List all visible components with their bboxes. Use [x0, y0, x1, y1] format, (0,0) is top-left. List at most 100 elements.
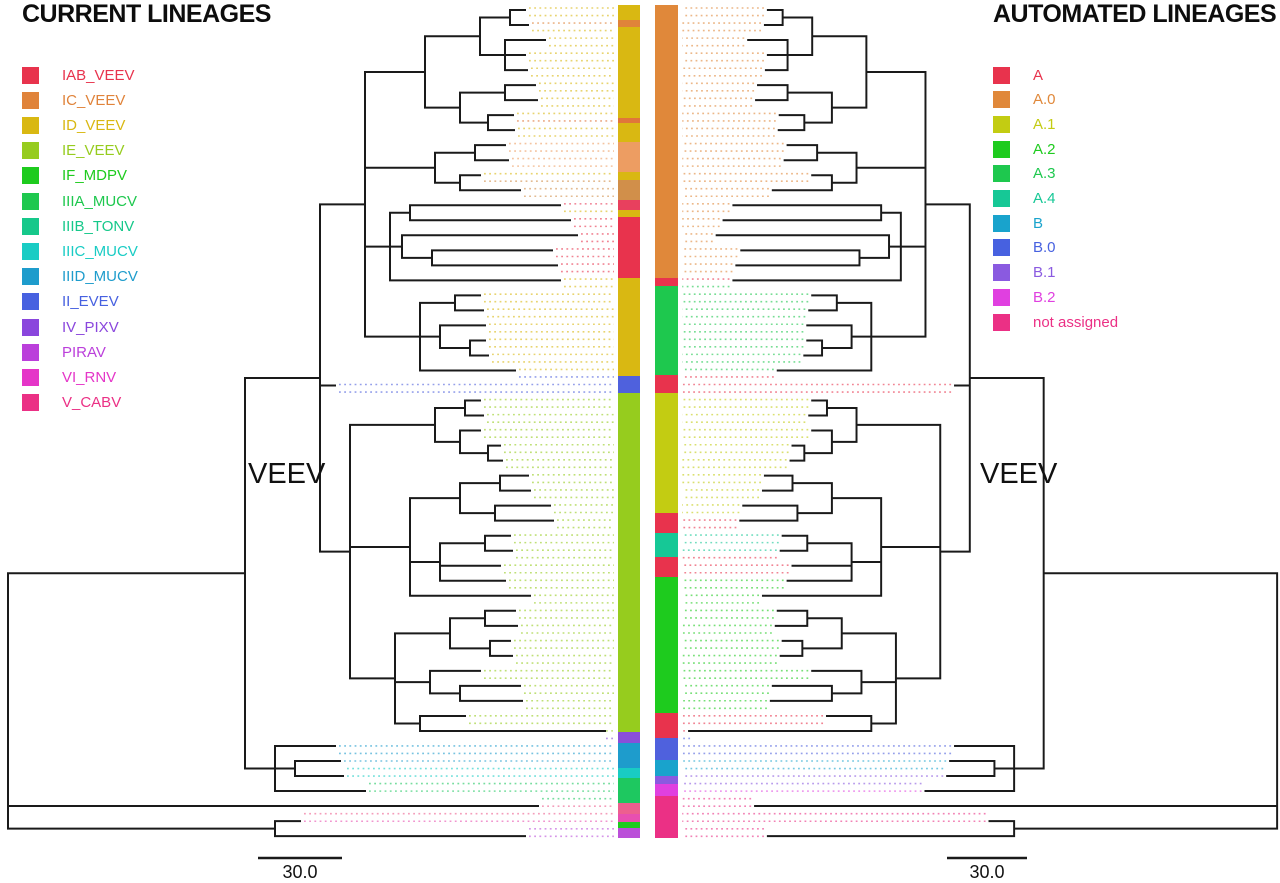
- strip-segment: [655, 760, 678, 776]
- legend-swatch-icon: [22, 217, 39, 235]
- strip-segment: [618, 118, 640, 123]
- legend-swatch-icon: [993, 239, 1010, 257]
- legend-item: A.0: [993, 90, 1056, 110]
- legend-item: IIIA_MUCV: [22, 191, 137, 211]
- strip-segment: [618, 814, 640, 822]
- legend-item: IIID_MUCV: [22, 267, 138, 287]
- legend-item: IE_VEEV: [22, 141, 125, 161]
- legend-item-label: IIIC_MUCV: [62, 242, 138, 260]
- tree-branches: [7, 9, 606, 838]
- legend-item-label: A.0: [1033, 91, 1056, 109]
- strip-segment: [655, 375, 678, 393]
- legend-item: A.3: [993, 164, 1056, 184]
- strip-segment: [618, 210, 640, 217]
- strip-segment: [618, 180, 640, 200]
- current-lineage-strip: [618, 5, 640, 838]
- strip-segment: [618, 376, 640, 393]
- legend-item-label: IC_VEEV: [62, 91, 126, 109]
- legend-swatch-icon: [993, 140, 1010, 158]
- legend-swatch-icon: [22, 293, 39, 311]
- legend-item-label: A.3: [1033, 165, 1056, 183]
- legend-swatch-icon: [993, 66, 1010, 84]
- legend-item: IAB_VEEV: [22, 65, 135, 85]
- legend-item-label: IAB_VEEV: [62, 66, 135, 84]
- legend-item: B: [993, 213, 1043, 233]
- strip-segment: [618, 278, 640, 376]
- legend-swatch-icon: [993, 165, 1010, 183]
- legend-item: IF_MDPV: [22, 166, 127, 186]
- strip-segment: [655, 557, 678, 577]
- legend-item: PIRAV: [22, 342, 106, 362]
- legend-swatch-icon: [993, 190, 1010, 207]
- legend-swatch-icon: [22, 394, 39, 412]
- legend-item-label: A.4: [1033, 190, 1056, 207]
- legend-swatch-icon: [22, 268, 39, 286]
- legend-item-label: V_CABV: [62, 394, 122, 412]
- strip-segment: [618, 27, 640, 118]
- veev-label-left: VEEV: [248, 458, 326, 490]
- legend-item-label: IF_MDPV: [62, 167, 128, 185]
- legend-swatch-icon: [993, 115, 1010, 133]
- legend-item: A.1: [993, 114, 1056, 134]
- legend-item-label: A: [1033, 66, 1044, 84]
- legend-item: A.4: [993, 189, 1056, 209]
- legend-item-label: ID_VEEV: [62, 116, 126, 134]
- legend-swatch-icon: [22, 368, 39, 386]
- strip-segment: [655, 5, 678, 278]
- strip-segment: [618, 822, 640, 828]
- strip-segment: [618, 778, 640, 803]
- legend-item-label: II_EVEV: [62, 293, 119, 311]
- strip-segment: [618, 123, 640, 142]
- right-tree: [682, 7, 1279, 838]
- strip-segment: [618, 217, 640, 278]
- legend-item: IC_VEEV: [22, 90, 125, 110]
- automated-lineages-title: AUTOMATED LINEAGES: [993, 0, 1277, 28]
- legend-item-label: A.2: [1033, 140, 1056, 158]
- legend-item-label: VI_RNV: [62, 368, 117, 386]
- strip-segment: [655, 286, 678, 375]
- strip-segment: [618, 172, 640, 180]
- strip-segment: [618, 732, 640, 743]
- legend-item: ID_VEEV: [22, 115, 125, 135]
- legend-item-label: IE_VEEV: [62, 142, 125, 160]
- legend-item: V_CABV: [22, 393, 121, 413]
- legend-item: IIIC_MUCV: [22, 241, 138, 261]
- strip-segment: [618, 200, 640, 210]
- legend-item-label: A.1: [1033, 115, 1056, 133]
- strip-segment: [655, 796, 678, 838]
- legend-item-label: IV_PIXV: [62, 318, 119, 336]
- strip-segment: [618, 393, 640, 732]
- legend-item: A.2: [993, 139, 1056, 159]
- automated-lineage-strip: [655, 5, 678, 838]
- legend-item-label: IIIA_MUCV: [62, 192, 138, 210]
- legend-item: II_EVEV: [22, 292, 119, 312]
- strip-segment: [655, 713, 678, 738]
- scale-bar-label-left: 30.0: [282, 862, 318, 882]
- legend-swatch-icon: [22, 192, 39, 210]
- strip-segment: [655, 577, 678, 713]
- legend-swatch-icon: [22, 142, 39, 160]
- legend-swatch-icon: [993, 214, 1010, 232]
- strip-segment: [655, 393, 678, 513]
- legend-swatch-icon: [22, 242, 39, 260]
- legend-item: not assigned: [993, 312, 1118, 332]
- legend-swatch-icon: [22, 167, 39, 185]
- strip-segment: [655, 278, 678, 286]
- left-tree: [7, 7, 614, 838]
- legend-item-label: not assigned: [1033, 313, 1119, 331]
- legend-swatch-icon: [22, 91, 39, 109]
- legend-item-label: B.2: [1033, 288, 1056, 306]
- legend-item-label: B.0: [1033, 239, 1056, 257]
- strip-segment: [618, 768, 640, 778]
- legend-swatch-icon: [993, 288, 1010, 306]
- legend-item-label: B: [1033, 214, 1044, 232]
- strip-segment: [618, 5, 640, 20]
- legend-item: B.2: [993, 287, 1056, 307]
- strip-segment: [655, 738, 678, 760]
- legend-swatch-icon: [993, 91, 1010, 109]
- legend-item-label: IIIB_TONV: [62, 217, 135, 235]
